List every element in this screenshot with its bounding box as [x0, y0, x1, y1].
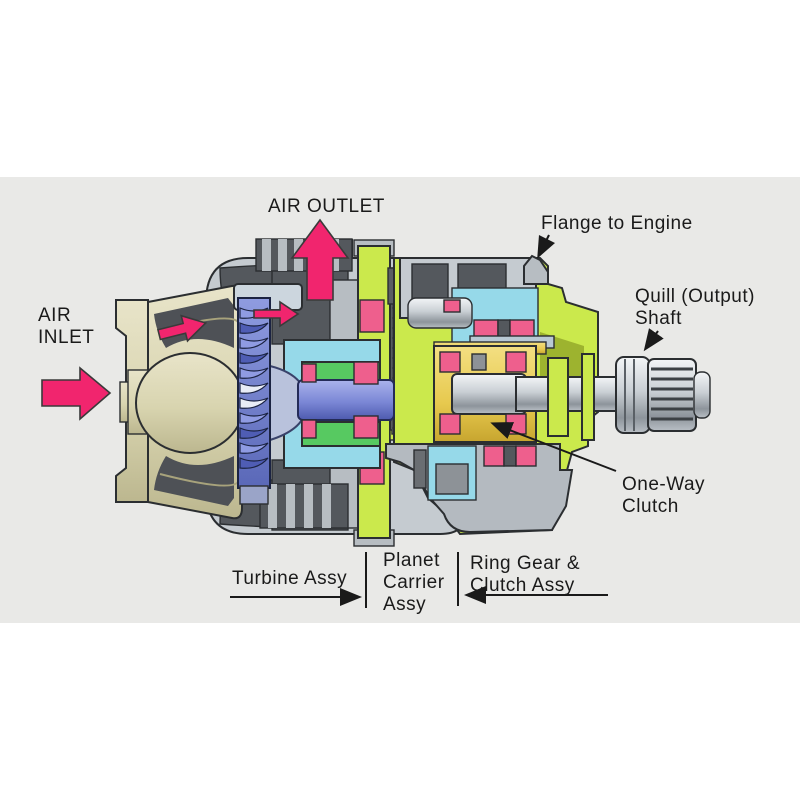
planet-carrier-label-line1: Planet — [383, 550, 440, 571]
flange-leader-arrow — [537, 234, 556, 259]
inlet-center-bullet — [135, 352, 245, 454]
housing-wall-sliver — [581, 353, 595, 441]
dimension-lines — [230, 552, 608, 608]
turbine-shaft — [297, 379, 395, 421]
planet-carrier-label-line2: Carrier — [383, 572, 445, 593]
bearing-block — [359, 299, 385, 333]
turbine-exit-flow-arrow — [253, 300, 300, 328]
ring-gear-label-line1: Ring Gear & — [470, 553, 580, 574]
turbine-assy-label: Turbine Assy — [232, 568, 347, 589]
one-way-clutch-label-line2: Clutch — [622, 496, 679, 517]
leader-lines — [490, 234, 664, 472]
housing-wall-sliver — [547, 357, 569, 437]
turbine-rotor-assembly — [233, 283, 395, 505]
air-flow-arrows — [41, 218, 350, 421]
bearing-block — [483, 445, 505, 467]
air-inlet-label-line1: AIR — [38, 305, 71, 326]
one-way-clutch-label-line1: One-Way — [622, 474, 705, 495]
turbine-blade-rows — [239, 307, 269, 469]
quill-shaft-label-line1: Quill (Output) — [635, 286, 755, 307]
air-outlet-arrow — [290, 218, 350, 301]
air-outlet-label: AIR OUTLET — [268, 196, 385, 217]
one-way-clutch-part — [433, 341, 547, 443]
air-inlet-arrow — [41, 366, 112, 421]
air-inlet-housing — [115, 284, 245, 520]
turbine-disc — [239, 485, 269, 505]
duct-flow-arrow — [156, 314, 208, 343]
planet-pinion-shaft — [407, 297, 473, 329]
air-inlet-label-line2: INLET — [38, 327, 94, 348]
engine-mount-flange — [523, 254, 549, 285]
flange-to-engine-label: Flange to Engine — [541, 213, 693, 234]
planet-carrier-label-line3: Assy — [383, 594, 426, 615]
ring-gear-clutch-housing — [385, 254, 599, 536]
quill-shaft-label-line2: Shaft — [635, 308, 682, 329]
lower-slots — [259, 483, 349, 529]
clutch-inner-race — [451, 373, 527, 415]
ring-gear-label-line2: Clutch Assy — [470, 575, 575, 596]
bearing-block — [515, 445, 537, 467]
quill-leader-arrow — [643, 328, 664, 352]
one-way-clutch-leader-arrow — [490, 422, 617, 472]
